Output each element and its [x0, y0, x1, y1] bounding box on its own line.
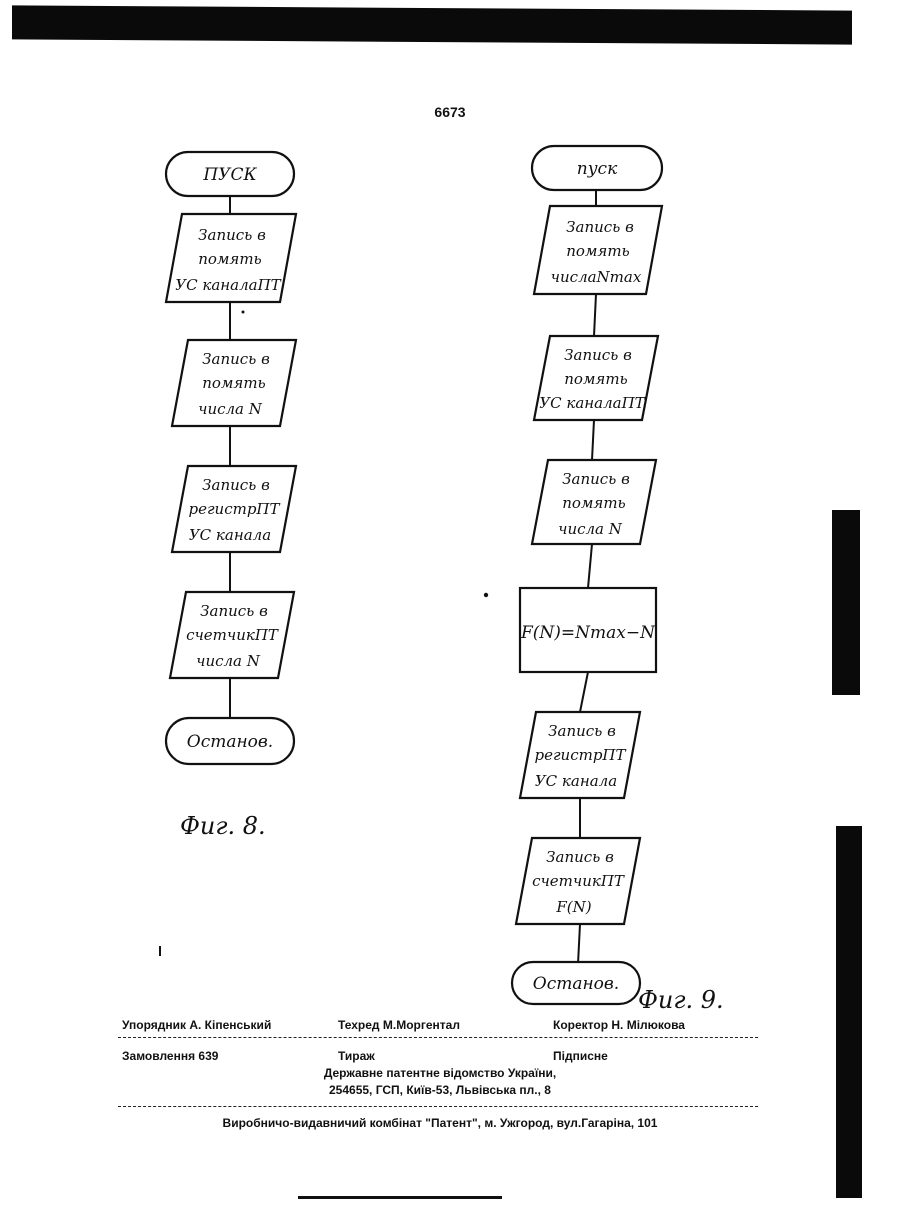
- fig9-step-4: Запись в регистрПТ УС канала: [520, 712, 640, 798]
- svg-text:числа N: числа N: [196, 652, 261, 670]
- svg-text:помять: помять: [202, 374, 265, 392]
- fig8-start-text: ПУСК: [202, 165, 257, 185]
- fig8-step-2: Запись в помять числа N: [172, 340, 296, 426]
- svg-text:F(N): F(N): [555, 898, 591, 916]
- flowcharts: ПУСК Запись в помять УС каналаПТ Запись …: [0, 0, 900, 1010]
- fig9-step-1: Запись в помять числаNmax: [534, 206, 662, 294]
- svg-text:регистрПТ: регистрПТ: [188, 500, 280, 518]
- svg-text:Запись в: Запись в: [562, 470, 630, 488]
- footer-order: Замовлення 639: [122, 1049, 218, 1063]
- fig9-start-terminal: пуск: [532, 146, 662, 190]
- bottom-scan-line: [298, 1196, 502, 1199]
- svg-text:числа N: числа N: [558, 520, 623, 538]
- svg-text:помять: помять: [564, 370, 627, 388]
- svg-text:Запись в: Запись в: [202, 476, 270, 494]
- fig9-stop-terminal: Останов.: [512, 962, 640, 1004]
- scan-speck: [242, 311, 245, 314]
- svg-text:помять: помять: [562, 494, 625, 512]
- svg-text:счетчикПТ: счетчикПТ: [186, 626, 279, 644]
- svg-text:Запись в: Запись в: [546, 848, 614, 866]
- svg-text:числа N: числа N: [198, 400, 263, 418]
- svg-text:Запись в: Запись в: [564, 346, 632, 364]
- fig9-formula-text: F(N)=Nmax−N: [520, 623, 656, 643]
- fig8-stop-terminal: Останов.: [166, 718, 294, 764]
- svg-text:регистрПТ: регистрПТ: [534, 746, 626, 764]
- svg-text:УС канала: УС канала: [535, 772, 617, 790]
- scan-speck: [159, 946, 161, 956]
- footer-divider-top: [118, 1037, 758, 1039]
- scan-speck: [484, 593, 488, 597]
- footer-address: 254655, ГСП, Київ-53, Львівська пл., 8: [240, 1083, 640, 1097]
- fig8-step-1: Запись в помять УС каналаПТ: [166, 214, 296, 302]
- fig9-step-2: Запись в помять УС каналаПТ: [534, 336, 658, 420]
- footer-techred: Техред М.Моргентал: [338, 1018, 460, 1032]
- svg-text:Запись в: Запись в: [198, 226, 266, 244]
- fig9-label: Фиг. 9.: [638, 986, 724, 1010]
- svg-text:Запись в: Запись в: [566, 218, 634, 236]
- svg-text:УС каналаПТ: УС каналаПТ: [175, 276, 281, 294]
- fig9-start-text: пуск: [577, 159, 618, 179]
- footer-signed: Підписне: [553, 1049, 608, 1063]
- svg-text:УС канала: УС канала: [189, 526, 271, 544]
- footer-circulation: Тираж: [338, 1049, 375, 1063]
- svg-text:УС каналаПТ: УС каналаПТ: [539, 394, 645, 412]
- fig9-formula-box: F(N)=Nmax−N: [520, 588, 656, 672]
- svg-text:Запись в: Запись в: [202, 350, 270, 368]
- svg-text:помять: помять: [198, 250, 261, 268]
- fig8-start-terminal: ПУСК: [166, 152, 294, 196]
- footer-office: Державне патентне відомство України,: [240, 1066, 640, 1080]
- svg-text:помять: помять: [566, 242, 629, 260]
- fig9-stop-text: Останов.: [533, 974, 619, 994]
- fig8-stop-text: Останов.: [187, 732, 273, 752]
- fig9-step-3: Запись в помять числа N: [532, 460, 656, 544]
- fig9-step-5: Запись в счетчикПТ F(N): [516, 838, 640, 924]
- footer-printer: Виробничо-видавничий комбінат "Патент", …: [150, 1116, 730, 1130]
- fig8-label: Фиг. 8.: [180, 812, 266, 840]
- footer-compiler: Упорядник А. Кіпенський: [122, 1018, 271, 1032]
- footer-corrector: Коректор Н. Мілюкова: [553, 1018, 685, 1032]
- fig8-step-4: Запись в счетчикПТ числа N: [170, 592, 294, 678]
- svg-text:Запись в: Запись в: [200, 602, 268, 620]
- footer-divider-bottom: [118, 1106, 758, 1108]
- svg-text:числаNmax: числаNmax: [551, 268, 642, 286]
- fig8-step-3: Запись в регистрПТ УС канала: [172, 466, 296, 552]
- svg-text:Запись в: Запись в: [548, 722, 616, 740]
- svg-text:счетчикПТ: счетчикПТ: [532, 872, 625, 890]
